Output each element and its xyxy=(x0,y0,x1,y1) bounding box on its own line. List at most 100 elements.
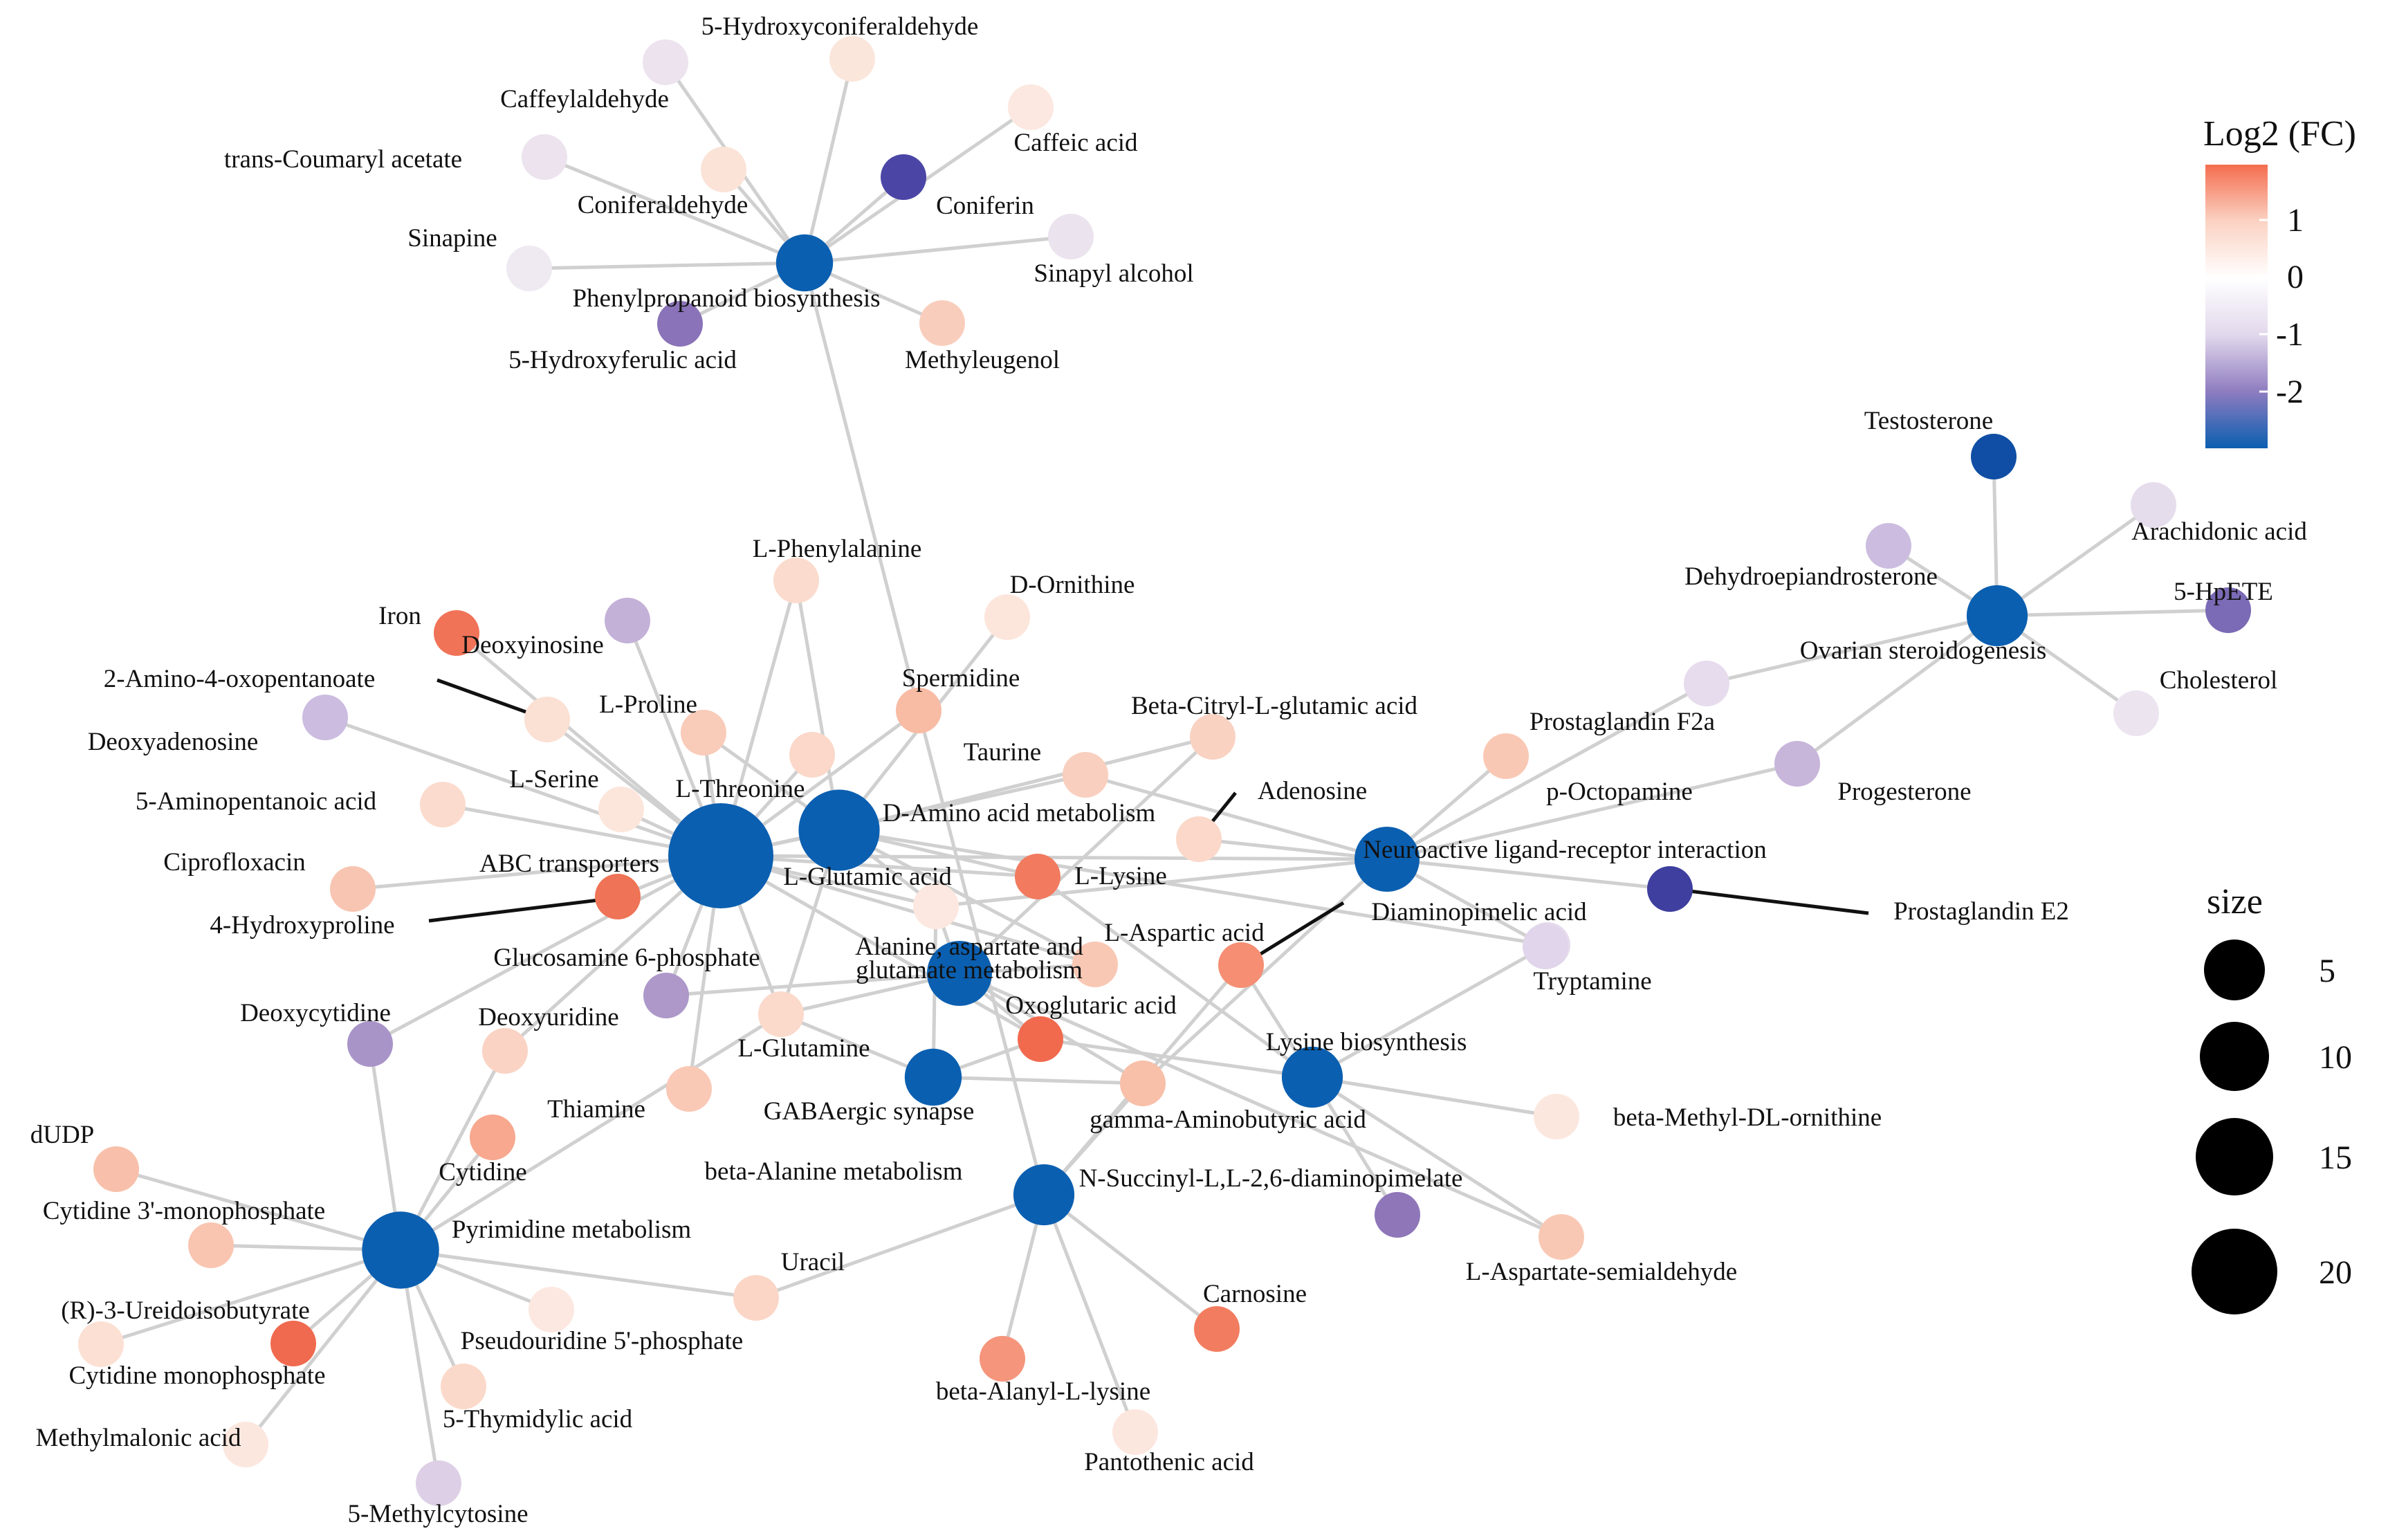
metabolite-node-dorn[interactable] xyxy=(984,594,1030,640)
pathway-node-neuro[interactable] xyxy=(1354,827,1420,892)
metabolite-node-poct[interactable] xyxy=(1684,661,1729,706)
pathway-node-alanine[interactable] xyxy=(927,941,992,1006)
metabolite-label-diamino: Diaminopimelic acid xyxy=(1371,898,1587,926)
metabolite-node-succinyl[interactable] xyxy=(1375,1192,1420,1238)
metabolite-node-pge2[interactable] xyxy=(1647,866,1693,912)
metabolite-label-deoxyino: Deoxyinosine xyxy=(461,631,604,659)
edge-phenyl-spermidine xyxy=(802,262,921,711)
edge-lysbio-bmethyl xyxy=(1312,1075,1557,1119)
edge-ovarian-progesterone xyxy=(1796,614,1999,766)
metabolite-node-thiamine[interactable] xyxy=(666,1066,712,1112)
metabolite-label-aminopent: 5-Aminopentanoic acid xyxy=(136,787,377,816)
pathway-node-lysbio[interactable] xyxy=(1281,1046,1343,1108)
color-tick--1: -1 xyxy=(2276,316,2304,353)
edge-alanine-asemi xyxy=(958,971,1563,1239)
pathway-node-gaba[interactable] xyxy=(904,1048,962,1106)
metabolite-node-iron[interactable] xyxy=(434,610,479,656)
metabolite-node-deoxyino[interactable] xyxy=(605,598,650,643)
metabolite-label-lgln: L-Glutamine xyxy=(737,1034,870,1063)
metabolite-node-lglu[interactable] xyxy=(913,883,959,929)
metabolite-node-adenosine[interactable] xyxy=(1176,816,1222,862)
metabolite-node-methylcyt[interactable] xyxy=(416,1460,461,1506)
metabolite-node-pantothenic[interactable] xyxy=(1112,1409,1158,1455)
metabolite-node-laspartic2[interactable] xyxy=(1072,942,1118,987)
metabolite-node-gaba_m[interactable] xyxy=(1120,1061,1166,1106)
metabolite-label-cmp: Cytidine monophosphate xyxy=(69,1362,326,1390)
metabolite-node-cholesterol[interactable] xyxy=(2113,690,2159,736)
pathway-node-abc[interactable] xyxy=(668,803,773,908)
metabolite-node-lgln[interactable] xyxy=(758,991,804,1037)
metabolite-node-progesterone[interactable] xyxy=(1774,741,1820,787)
metabolite-node-cipro[interactable] xyxy=(330,866,376,912)
metabolite-label-lpro: L-Proline xyxy=(599,690,697,719)
size-legend-circle-15 xyxy=(2196,1118,2273,1195)
metabolite-node-lphe[interactable] xyxy=(773,558,819,603)
metabolite-node-sinapyl[interactable] xyxy=(1048,214,1094,259)
metabolite-label-caffeic: Caffeic acid xyxy=(1013,129,1138,157)
metabolite-node-coniferin[interactable] xyxy=(881,154,926,200)
metabolite-node-lthr[interactable] xyxy=(789,732,835,778)
metabolite-node-bmethyl[interactable] xyxy=(1534,1094,1579,1139)
metabolite-node-deoxyuri[interactable] xyxy=(482,1028,528,1074)
metabolite-label-cyt3mp: Cytidine 3'-monophosphate xyxy=(43,1197,325,1225)
metabolite-node-laspartic[interactable] xyxy=(1218,942,1264,988)
metabolite-node-amino4[interactable] xyxy=(524,697,570,742)
metabolite-node-coumaryl[interactable] xyxy=(522,134,567,180)
metabolite-label-uracil: Uracil xyxy=(781,1248,845,1276)
pathway-node-damino[interactable] xyxy=(798,789,880,871)
metabolite-node-caffald[interactable] xyxy=(643,39,688,85)
metabolite-label-cipro: Ciprofloxacin xyxy=(163,848,306,877)
metabolite-node-hpete[interactable] xyxy=(2205,587,2251,633)
pathway-label-damino: D-Amino acid metabolism xyxy=(883,799,1156,827)
metabolite-node-lser[interactable] xyxy=(598,787,644,832)
pathway-node-bala[interactable] xyxy=(1013,1164,1075,1226)
metabolite-node-lpro[interactable] xyxy=(681,710,726,755)
metabolite-node-ureido[interactable] xyxy=(78,1321,124,1367)
metabolite-node-deoxyaden[interactable] xyxy=(302,695,348,740)
metabolite-node-asemi[interactable] xyxy=(1539,1214,1584,1260)
pathway-node-ovarian[interactable] xyxy=(1966,585,2028,647)
pathway-label-lysbio: Lysine biosynthesis xyxy=(1266,1028,1467,1056)
pathway-node-phenyl[interactable] xyxy=(775,234,834,292)
edge-lysbio-oxoglut xyxy=(1040,1037,1313,1079)
metabolite-node-llys[interactable] xyxy=(1015,854,1060,899)
edge-neuro-lglu xyxy=(935,857,1388,908)
edge-lysbio-diamino xyxy=(1311,943,1549,1079)
metabolite-node-cyt3mp[interactable] xyxy=(188,1222,234,1268)
metabolite-node-arachidonic[interactable] xyxy=(2131,482,2176,528)
metabolite-node-glcn6p[interactable] xyxy=(643,973,689,1018)
metabolite-label-amino4: 2-Amino-4-oxopentanoate xyxy=(104,665,376,693)
metabolite-node-thymidylic[interactable] xyxy=(441,1364,486,1409)
metabolite-label-pge2: Prostaglandin E2 xyxy=(1893,897,2069,926)
metabolite-node-aminopent[interactable] xyxy=(420,782,466,827)
metabolite-node-hydroxypro[interactable] xyxy=(595,874,641,919)
metabolite-node-conald[interactable] xyxy=(701,147,746,192)
metabolite-node-cmp[interactable] xyxy=(270,1321,316,1366)
metabolite-node-pgf2a[interactable] xyxy=(1483,733,1529,779)
metabolite-node-spermidine[interactable] xyxy=(896,688,942,733)
metabolite-node-taurine[interactable] xyxy=(1063,752,1108,798)
metabolite-node-pseudo[interactable] xyxy=(529,1287,574,1332)
metabolite-node-uracil[interactable] xyxy=(733,1275,779,1321)
metabolite-node-tryptamine[interactable] xyxy=(1523,924,1568,969)
metabolite-node-hcald[interactable] xyxy=(829,36,875,82)
metabolite-label-thymidylic: 5-Thymidylic acid xyxy=(443,1405,633,1433)
metabolite-label-cytidine: Cytidine xyxy=(439,1158,526,1186)
metabolite-node-testosterone[interactable] xyxy=(1971,434,2017,479)
metabolite-label-methylcyt: 5-Methylcytosine xyxy=(347,1500,528,1528)
metabolite-node-methylmal[interactable] xyxy=(223,1422,268,1467)
metabolite-node-sinapine[interactable] xyxy=(506,246,552,291)
metabolite-node-deoxycyt[interactable] xyxy=(347,1021,393,1067)
metabolite-node-oxoglut[interactable] xyxy=(1018,1016,1063,1062)
pathway-node-pyrim[interactable] xyxy=(362,1211,439,1289)
metabolite-node-hferulic[interactable] xyxy=(657,301,703,347)
metabolite-node-balalys[interactable] xyxy=(980,1336,1025,1382)
metabolite-node-citryl[interactable] xyxy=(1190,714,1236,760)
metabolite-node-dhea[interactable] xyxy=(1866,523,1911,569)
edge-phenyl-hcald xyxy=(802,58,854,264)
metabolite-node-caffeic[interactable] xyxy=(1008,84,1054,130)
metabolite-node-methyleug[interactable] xyxy=(919,300,965,346)
metabolite-node-dudp[interactable] xyxy=(93,1146,139,1192)
metabolite-node-carnosine[interactable] xyxy=(1194,1306,1240,1352)
metabolite-node-cytidine[interactable] xyxy=(470,1115,515,1160)
